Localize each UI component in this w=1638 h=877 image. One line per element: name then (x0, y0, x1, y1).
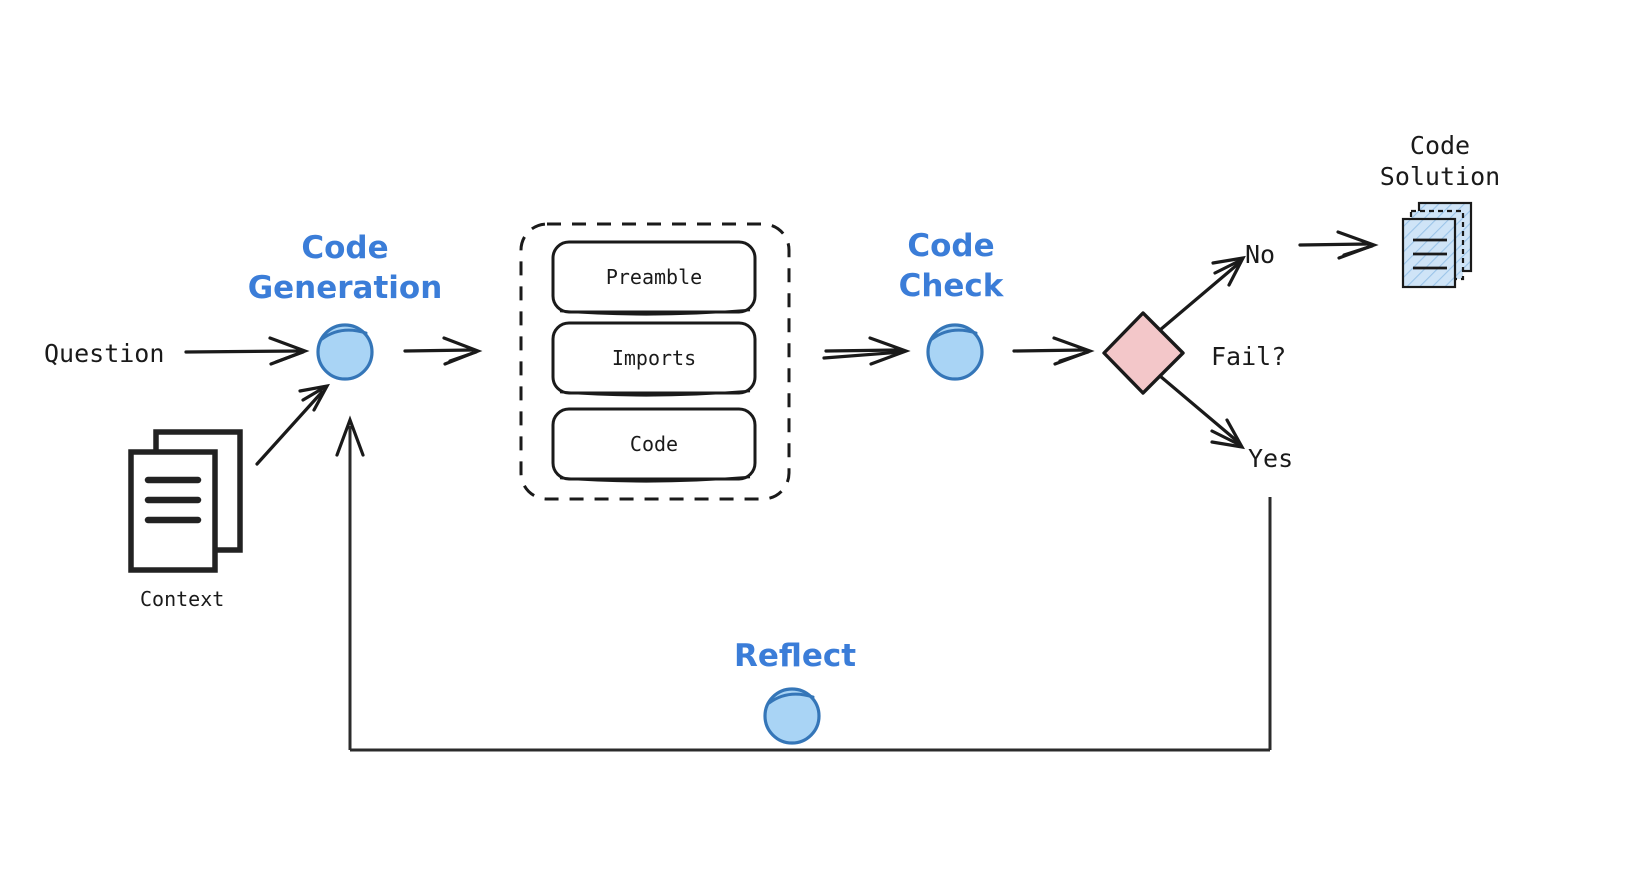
arrow-decision-yes (1158, 374, 1246, 450)
code-check-label-line2: Check (899, 268, 1005, 304)
question-label: Question (44, 339, 164, 368)
loop-line-left (335, 415, 365, 750)
arrow-question-to-codegen (184, 336, 310, 366)
reflect-node[interactable] (763, 687, 821, 745)
code-solution-label-line1: Code (1410, 131, 1470, 160)
artifact-section-imports[interactable]: Imports (551, 321, 757, 397)
decision-branch-no-label: No (1245, 240, 1275, 269)
arrow-codecheck-to-decision (1012, 336, 1095, 366)
artifact-section-code[interactable]: Code (551, 407, 757, 483)
code-solution-label-line2: Solution (1380, 162, 1500, 191)
artifact-section-preamble-label: Preamble (606, 265, 702, 289)
decision-branch-yes-label: Yes (1248, 444, 1293, 473)
arrow-context-to-codegen (255, 383, 331, 466)
artifact-section-code-label: Code (630, 432, 678, 456)
artifact-section-imports-label: Imports (612, 346, 696, 370)
reflect-label: Reflect (734, 638, 856, 674)
arrow-artifact-to-codecheck (822, 336, 911, 366)
artifact-section-preamble[interactable]: Preamble (551, 240, 757, 316)
context-documents-icon (128, 429, 243, 573)
arrow-decision-no (1158, 255, 1246, 332)
context-label: Context (140, 587, 224, 611)
code-generation-label-line1: Code (301, 230, 388, 266)
generated-artifact-container (519, 222, 791, 501)
code-check-node[interactable] (926, 323, 984, 381)
decision-diamond[interactable] (1102, 311, 1185, 395)
code-solution-stacked-documents-icon (1401, 201, 1473, 289)
decision-label: Fail? (1211, 342, 1286, 371)
arrow-no-to-solution (1298, 230, 1379, 260)
code-check-label-line1: Code (907, 228, 994, 264)
code-generation-label-line2: Generation (248, 270, 443, 306)
code-generation-node[interactable] (316, 323, 374, 381)
arrow-codegen-to-artifact (403, 336, 483, 366)
